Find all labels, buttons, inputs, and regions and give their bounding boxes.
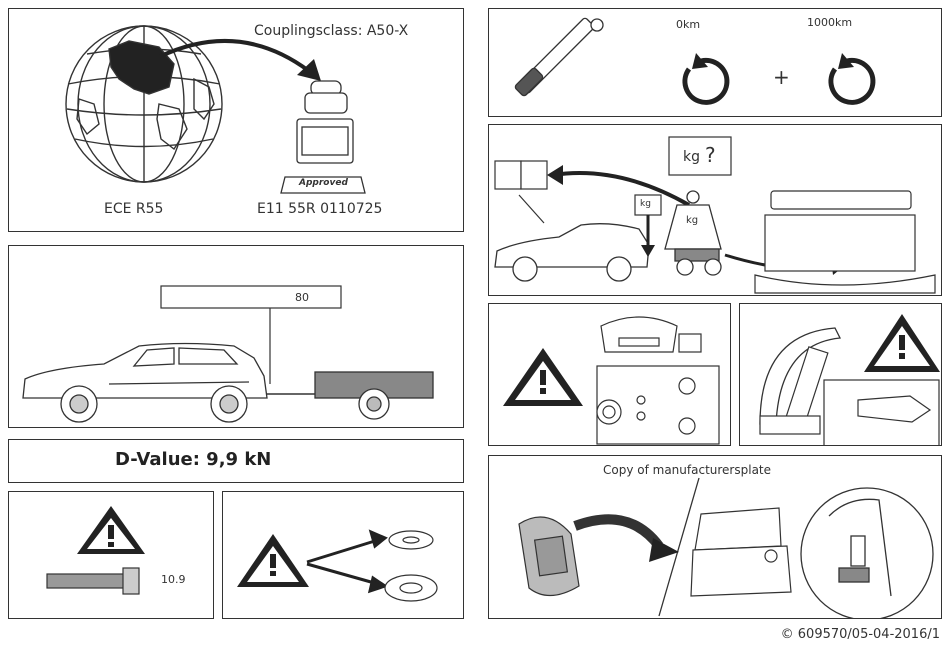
plus-sign: + [773,65,790,89]
bolt-grade-label: 10.9 [161,573,186,586]
washer-icon [385,531,437,601]
manufacturer-plate-panel: Copy of manufacturersplate [488,455,942,619]
arrow-curve-icon [575,519,659,546]
warning-icon [864,314,940,372]
washers-illustration [223,492,464,619]
car-trailer-panel: 80 [8,245,464,428]
car-icon [495,224,649,281]
dimension-value: 80 [295,291,309,304]
globe-approval-illustration [9,9,464,232]
approval-number-label: E11 55R 0110725 [257,201,382,217]
kg-question-box [669,137,731,175]
ece-label: ECE R55 [104,201,163,217]
arrow-curve-icon [553,173,689,205]
torque-panel: 0km 1000km + [488,8,942,117]
globe-icon [66,26,222,182]
plate-icon [519,517,579,596]
km-start-label: 0km [676,18,700,31]
kg-sign-label: kg [640,199,651,209]
kg-weight-label: kg [686,215,698,226]
car-trailer-illustration [9,246,464,428]
torque-wrench-icon [514,17,603,97]
washers-panel [222,491,464,619]
magnifier-icon [801,488,933,619]
car-trunk-icon [691,508,791,596]
hand-icon [824,380,939,446]
arrows-icon [307,532,385,591]
plate-title-label: Copy of manufacturersplate [603,463,771,477]
warning-icon [503,348,583,406]
bolt-panel: 10.9 [8,491,214,619]
trailer-icon [315,372,433,419]
dimension-box [161,286,341,308]
rear-panel [488,303,731,446]
car-rear-icon [601,317,677,352]
weight-icon [665,191,721,275]
couplingclass-label: Couplingsclass: A50-X [254,23,408,39]
car-icon [23,344,267,423]
approval-panel: Couplingsclass: A50-X Approved ECE R55 E… [8,8,464,232]
manufacturer-plate-illustration [489,456,942,619]
wheel-arch-illustration [740,304,942,446]
copyright-label: © 609570/05-04-2016/1 [781,627,940,642]
question-mark: ? [705,143,716,167]
bolt-icon [47,568,139,594]
weighbridge-icon [755,191,935,293]
dvalue-label: D-Value: 9,9 kN [115,449,271,470]
kg-question-label: kg [683,149,700,165]
rear-illustration [489,304,731,446]
load-panel: kg ? kg kg [488,124,942,296]
manual-icon [495,161,547,189]
torque-illustration [489,9,942,117]
dvalue-panel: D-Value: 9,9 kN [8,439,464,483]
km-later-label: 1000km [807,16,852,29]
warning-icon [77,506,145,554]
coupling-approved-icon [281,81,365,193]
approved-label: Approved [299,178,348,188]
bolt-illustration [9,492,214,619]
warning-icon [237,534,309,587]
wheel-arch-panel [739,303,942,446]
key-box [679,334,701,352]
